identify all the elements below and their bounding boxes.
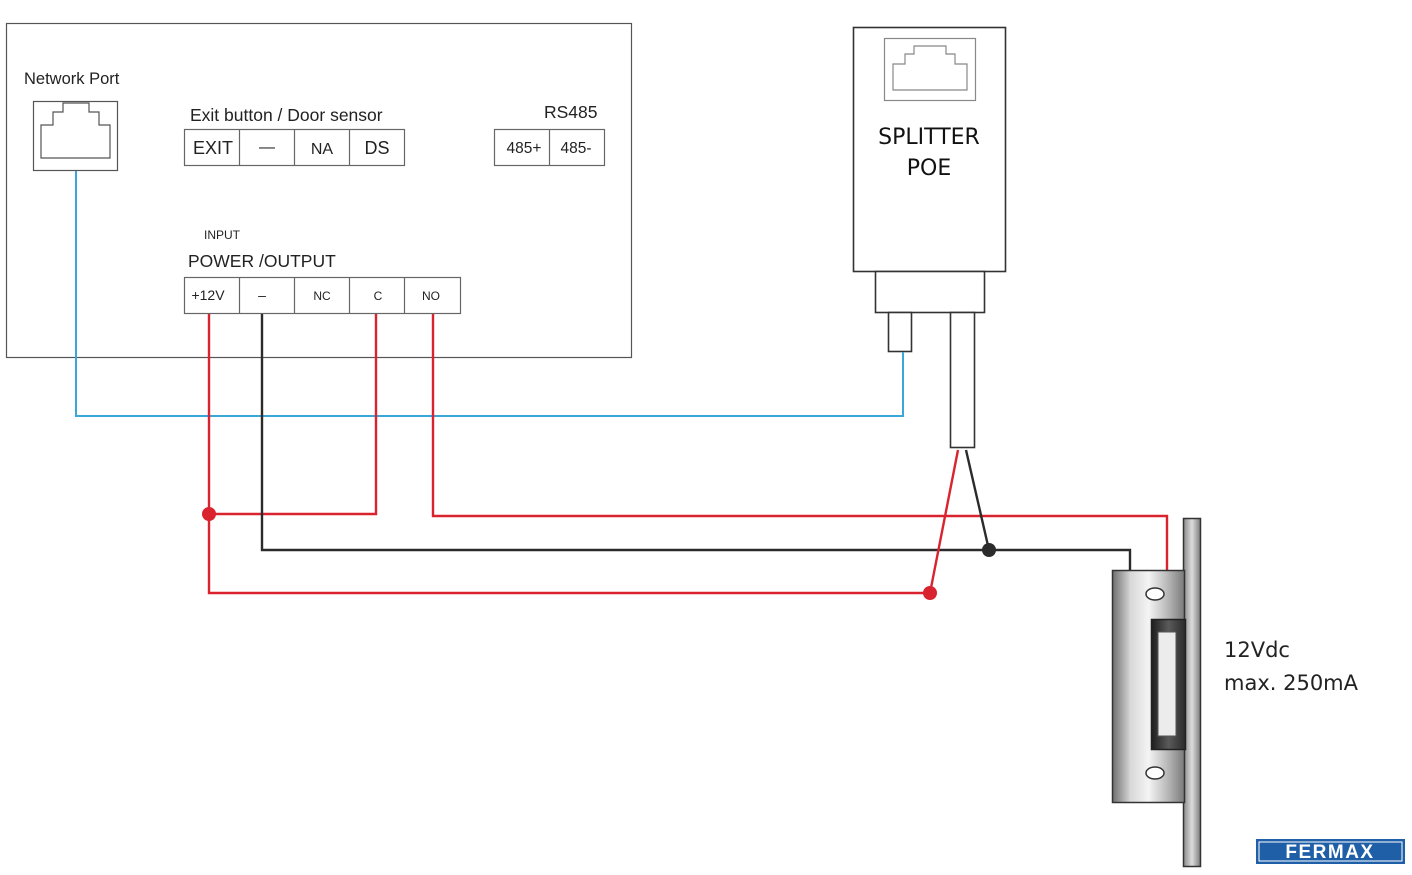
splitter-lead-positive	[928, 449, 960, 594]
exit-terminal-block	[183, 128, 406, 167]
wire-no	[431, 314, 1169, 570]
terminal-exit: EXIT	[193, 138, 233, 158]
wire-plus-12v	[207, 314, 930, 595]
terminal-nc: NC	[313, 289, 331, 303]
splitter-data-plug	[887, 311, 913, 353]
network-port-jack-icon	[32, 100, 119, 172]
fermax-logo-text: FERMAX	[1285, 842, 1374, 863]
junction-dot-red-splitter	[923, 586, 937, 600]
fermax-logo: FERMAX	[1256, 839, 1405, 864]
terminal-exit-common: —	[259, 139, 275, 156]
input-label: INPUT	[204, 228, 241, 242]
network-port-label: Network Port	[24, 70, 120, 88]
lock-spec-current: max. 250mA	[1224, 671, 1359, 695]
terminal-na: NA	[311, 141, 334, 158]
lock-spec-voltage: 12Vdc	[1224, 638, 1290, 662]
wire-c	[209, 314, 378, 516]
junction-dot-red-c	[202, 507, 216, 521]
terminal-plus-12v: +12V	[191, 287, 225, 303]
wire-negative	[260, 314, 1132, 570]
splitter-connector-base	[874, 270, 986, 314]
splitter-lead-negative	[964, 449, 991, 551]
splitter-jack-icon	[883, 37, 977, 102]
terminal-ds: DS	[364, 138, 389, 158]
splitter-title-line2: POE	[907, 156, 951, 181]
exit-door-sensor-label: Exit button / Door sensor	[190, 105, 383, 125]
rs485-label: RS485	[544, 102, 598, 122]
terminal-no: NO	[422, 289, 440, 303]
junction-dot-black	[982, 543, 996, 557]
power-terminal-block	[183, 276, 462, 315]
splitter-power-cable	[949, 311, 976, 449]
terminal-minus: –	[258, 287, 266, 303]
splitter-title-line1: SPLITTER	[878, 125, 980, 150]
power-output-label: POWER /OUTPUT	[188, 251, 336, 271]
terminal-485-plus: 485+	[507, 140, 542, 157]
rs485-terminal-block	[493, 128, 606, 167]
terminal-485-minus: 485-	[560, 140, 591, 157]
splitter-poe: SPLITTER POE	[852, 26, 1007, 449]
door-lock-icon	[1111, 517, 1202, 868]
terminal-c: C	[374, 289, 383, 303]
network-cable	[75, 171, 904, 417]
